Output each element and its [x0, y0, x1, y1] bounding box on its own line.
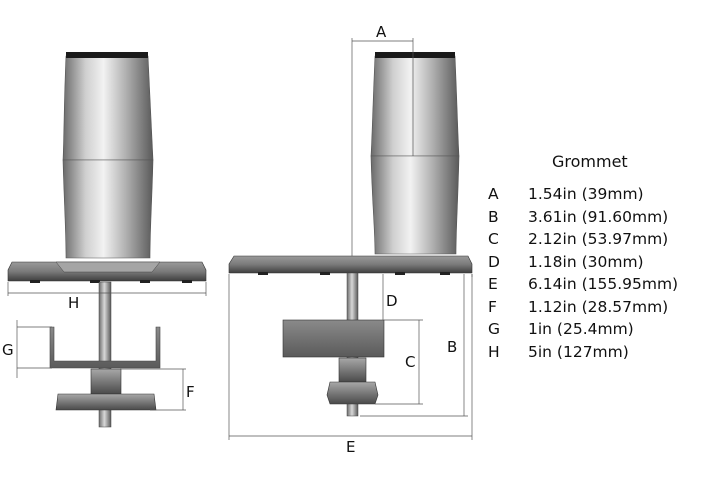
spec-row-h: H 5in (127mm) — [488, 341, 703, 364]
left-view — [7, 52, 207, 428]
spec-letter: E — [488, 275, 498, 293]
spec-value: 2.12in (53.97mm) — [528, 230, 669, 248]
left-cylinder-cap — [66, 52, 148, 58]
right-clamp-block — [282, 319, 385, 358]
spec-row-g: G 1in (25.4mm) — [488, 318, 703, 341]
left-knob-collar — [90, 368, 122, 395]
label-a: A — [376, 23, 387, 41]
spec-legend: Grommet A 1.54in (39mm) B 3.61in (91.60m… — [488, 152, 703, 363]
spec-value: 3.61in (91.60mm) — [528, 207, 669, 226]
spec-letter: B — [488, 207, 499, 226]
spec-letter: C — [488, 230, 499, 248]
left-cylinder-bottom — [62, 159, 154, 259]
spec-letter: G — [488, 320, 501, 338]
label-d: D — [386, 292, 398, 310]
spec-row-f: F 1.12in (28.57mm) — [488, 296, 703, 319]
spec-value: 5in (127mm) — [528, 342, 629, 361]
spec-row-b: B 3.61in (91.60mm) — [488, 206, 703, 229]
left-u-bracket — [49, 326, 161, 369]
label-h: H — [68, 294, 79, 312]
legend-title: Grommet — [552, 152, 628, 171]
right-view — [228, 52, 473, 417]
label-g: G — [2, 341, 14, 359]
spec-value: 6.14in (155.95mm) — [528, 275, 679, 293]
spec-value: 1.18in (30mm) — [528, 252, 644, 271]
spec-letter: A — [488, 185, 499, 203]
label-f: F — [186, 383, 195, 401]
spec-value: 1.54in (39mm) — [528, 185, 644, 203]
label-c: C — [405, 353, 415, 371]
spec-letter: H — [488, 342, 500, 361]
spec-value: 1in (25.4mm) — [528, 320, 634, 338]
right-base-plate — [228, 255, 473, 274]
spec-row-a: A 1.54in (39mm) — [488, 183, 703, 206]
left-cylinder-top — [62, 55, 154, 161]
right-cylinder-top — [370, 55, 460, 157]
right-cylinder-bottom — [370, 155, 460, 255]
spec-letter: D — [488, 252, 500, 271]
right-knob — [326, 381, 379, 405]
spec-value: 1.12in (28.57mm) — [528, 297, 669, 316]
label-b: B — [447, 338, 457, 356]
spec-row-e: E 6.14in (155.95mm) — [488, 273, 703, 296]
spec-row-c: C 2.12in (53.97mm) — [488, 228, 703, 251]
label-e: E — [346, 438, 355, 456]
right-dimension-lines — [228, 38, 473, 440]
spec-letter: F — [488, 297, 497, 316]
right-cylinder-cap — [375, 52, 455, 58]
left-knob — [55, 393, 157, 411]
right-nut — [338, 357, 367, 383]
left-dimension-lines — [7, 282, 207, 411]
spec-row-d: D 1.18in (30mm) — [488, 251, 703, 274]
